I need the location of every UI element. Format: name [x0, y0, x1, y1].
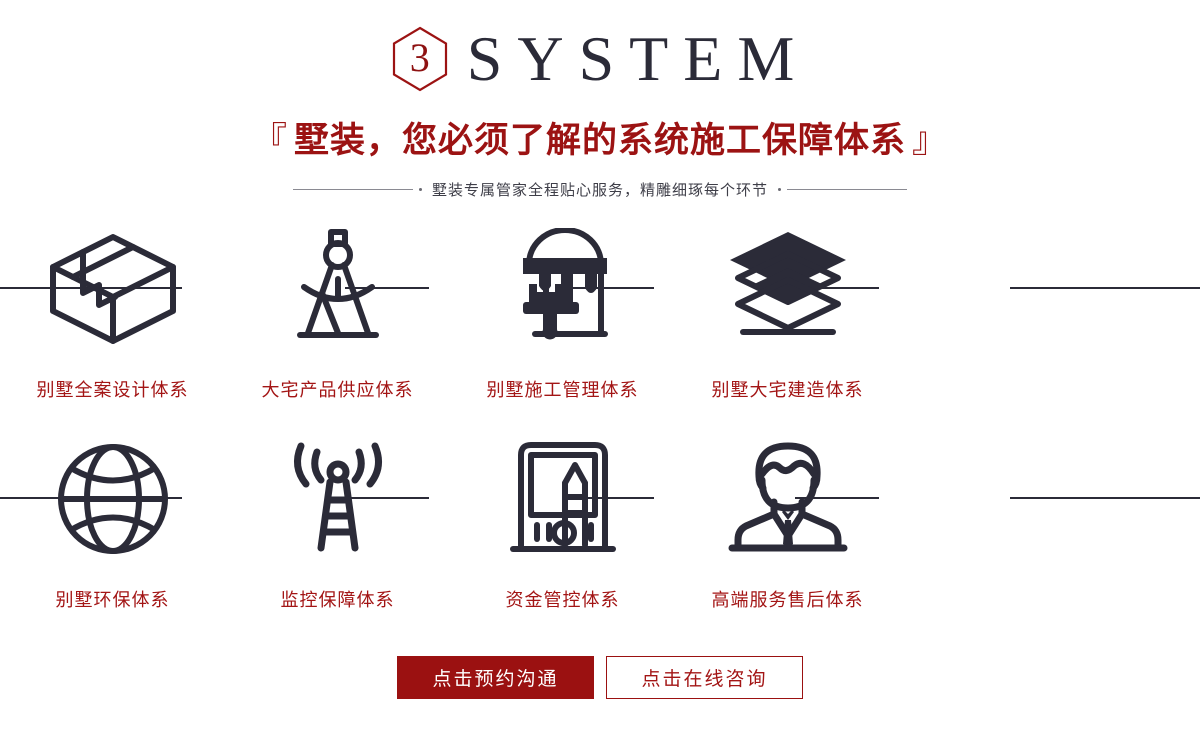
connector-line-2: [570, 497, 654, 499]
businessman-icon: [708, 434, 868, 564]
paint-bucket-brush-icon: [483, 224, 643, 354]
system-item-construction-mgmt: 别墅施工管理体系: [450, 224, 675, 434]
system-item-fund-control[interactable]: 资金管控体系: [450, 434, 675, 644]
system-item-label: 别墅施工管理体系: [486, 380, 639, 400]
system-item-premium-service[interactable]: 高端服务售后体系: [675, 434, 900, 644]
system-item-monitoring[interactable]: 监控保障体系: [225, 434, 450, 644]
connector-line-right: [1010, 287, 1200, 289]
headline-open-bracket: 『: [251, 121, 288, 161]
globe-icon: [33, 434, 193, 564]
tablet-pencil-icon: [483, 434, 643, 564]
section-number-badge: 3: [391, 26, 449, 92]
connector-line-3: [795, 287, 879, 289]
headline-text: 墅装，您必须了解的系统施工保障体系: [293, 121, 906, 161]
system-item-product-supply[interactable]: 大宅产品供应体系: [225, 224, 450, 434]
system-row-1: 别墅全案设计体系 大宅产品供应体系: [0, 224, 1200, 434]
system-item-label: 高端服务售后体系: [711, 590, 864, 610]
system-item-villa-build[interactable]: 别墅大宅建造体系: [675, 224, 900, 434]
system-item-label: 资金管控体系: [505, 590, 620, 610]
subtitle-rule-left: [292, 189, 413, 190]
system-item-label: 大宅产品供应体系: [261, 380, 414, 400]
subtitle-dot-left: [418, 188, 422, 191]
book-consultation-button[interactable]: 点击预约沟通: [397, 656, 594, 699]
system-row-2: 别墅环保体系: [0, 434, 1200, 644]
subtitle-row: 墅装专属管家全程贴心服务，精雕细琢每个环节: [0, 179, 1200, 200]
subtitle-text: 墅装专属管家全程贴心服务，精雕细琢每个环节: [431, 182, 768, 199]
system-grid: 别墅全案设计体系 大宅产品供应体系: [0, 224, 1200, 644]
system-item-label: 别墅环保体系: [55, 590, 170, 610]
subtitle-dot-right: [778, 188, 781, 191]
section-number: 3: [409, 35, 430, 80]
action-buttons: 点击预约沟通 点击在线咨询: [0, 656, 1200, 699]
hexagon-icon: [392, 26, 447, 92]
box-package-icon: [33, 224, 193, 354]
drafting-compass-icon: [258, 224, 418, 354]
header-title-group: 3 SYSTEM: [0, 26, 1200, 92]
system-item-villa-design[interactable]: 别墅全案设计体系: [0, 224, 225, 434]
connector-line-1: [345, 497, 429, 499]
connector-line-2: [570, 287, 654, 289]
page-header: 3 SYSTEM: [0, 0, 1200, 118]
system-item-label: 别墅大宅建造体系: [711, 380, 864, 400]
signal-tower-icon: [258, 434, 418, 564]
system-item-label: 别墅全案设计体系: [36, 380, 189, 400]
connector-line-1: [345, 287, 429, 289]
headline: 『墅装，您必须了解的系统施工保障体系』: [0, 124, 1200, 159]
subtitle-rule-right: [787, 189, 907, 190]
connector-line-right: [1010, 497, 1200, 499]
headline-close-bracket: 』: [912, 121, 949, 161]
system-item-eco[interactable]: 别墅环保体系: [0, 434, 225, 644]
stacked-layers-icon: [708, 224, 868, 354]
page-title: SYSTEM: [466, 23, 810, 94]
online-consult-button[interactable]: 点击在线咨询: [606, 656, 803, 699]
connector-line-3: [795, 497, 879, 499]
system-item-label: 监控保障体系: [280, 590, 395, 610]
